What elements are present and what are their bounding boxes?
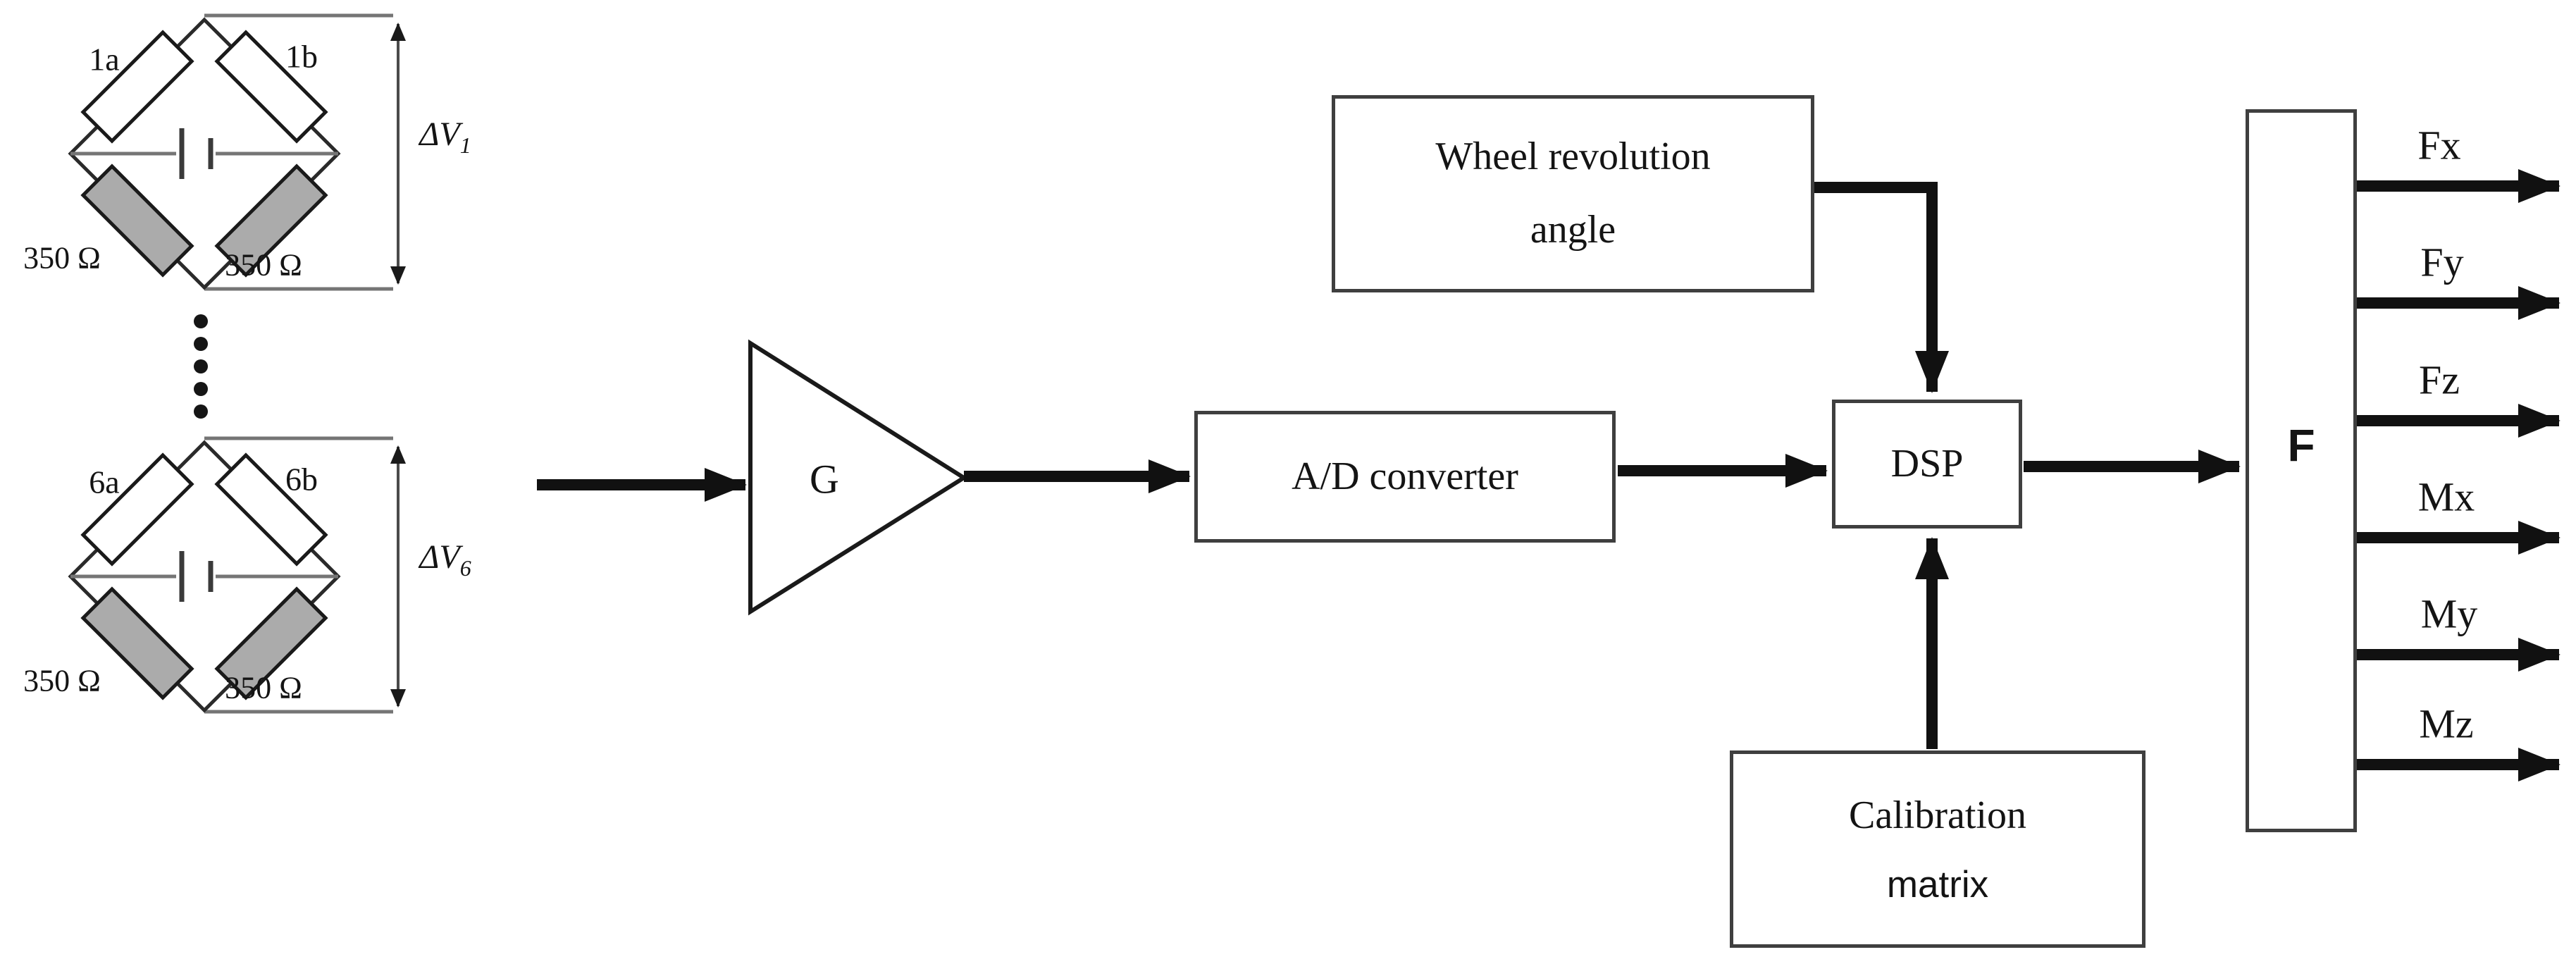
bridge-ellipsis-dots <box>194 314 208 419</box>
bridge6-resistor-a-label: 6a <box>89 464 120 500</box>
amplifier-gain-label: G <box>810 456 839 502</box>
bridge6-voltage-label: ΔV6 <box>419 538 471 581</box>
resistor-350-right-1 <box>214 163 328 278</box>
wheel-block-label-line2: angle <box>1530 208 1616 252</box>
wheel-block-label-line1: Wheel revolution <box>1435 135 1711 179</box>
resistor-350-left-1 <box>80 163 194 278</box>
dsp-block: DSP <box>1832 400 2022 529</box>
bridge-6-schematic <box>68 436 406 714</box>
resistor-1b <box>214 30 328 144</box>
bridge6-resistance-right-label: 350 Ω <box>225 670 302 705</box>
wheel-revolution-angle-block: Wheel revolution angle <box>1332 95 1814 292</box>
f-block-label: F <box>2287 420 2315 471</box>
calibration-block-label-line2: matrix <box>1886 863 1989 906</box>
bridge1-resistance-right-label: 350 Ω <box>225 247 302 283</box>
output-label-fx: Fx <box>2417 122 2461 168</box>
arrow-wheel-to-dsp <box>1814 182 1949 393</box>
amplifier-triangle <box>748 339 968 616</box>
adc-block: A/D converter <box>1194 411 1616 543</box>
resistor-6b <box>214 452 328 567</box>
calibration-matrix-block: Calibration matrix <box>1730 750 2145 948</box>
bridge6-resistance-left-label: 350 Ω <box>23 663 101 698</box>
f-block: F <box>2246 109 2357 832</box>
output-label-mx: Mx <box>2417 474 2475 520</box>
bridge1-resistor-a-label: 1a <box>89 41 120 78</box>
output-label-fy: Fy <box>2420 239 2464 285</box>
resistor-6a <box>80 452 194 567</box>
calibration-block-label-line1: Calibration <box>1849 793 2026 837</box>
resistor-350-right-6 <box>214 586 328 700</box>
output-label-mz: Mz <box>2419 700 2474 747</box>
dsp-block-label: DSP <box>1890 442 1964 486</box>
signal-arrows <box>537 169 2560 781</box>
adc-block-label: A/D converter <box>1292 455 1518 499</box>
output-label-fz: Fz <box>2419 357 2460 403</box>
bridge1-resistor-b-label: 1b <box>285 38 318 75</box>
bridge-1-schematic <box>68 13 406 291</box>
bridge1-voltage-label: ΔV1 <box>419 116 471 158</box>
resistor-350-left-6 <box>80 586 194 700</box>
bridge1-resistance-left-label: 350 Ω <box>23 240 101 276</box>
output-label-my: My <box>2420 591 2478 637</box>
bridge6-resistor-b-label: 6b <box>285 461 318 498</box>
resistor-1a <box>80 30 194 144</box>
